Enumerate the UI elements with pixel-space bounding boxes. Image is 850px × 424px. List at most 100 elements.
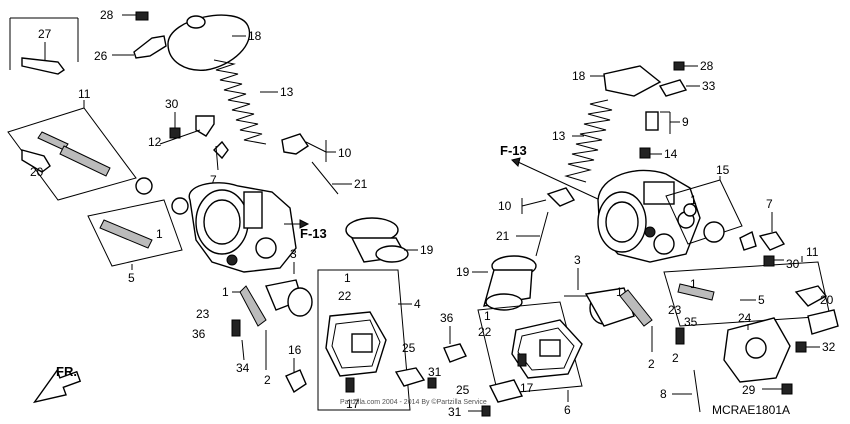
callout-22-right: 22: [478, 325, 492, 339]
callout-4-left: 4: [414, 297, 421, 311]
callout-33-right: 33: [702, 79, 716, 93]
callout-20-right: 20: [820, 293, 834, 307]
box-5-left: [87, 199, 183, 267]
callout-29-right: 29: [742, 383, 756, 397]
valve-16-left: [285, 369, 307, 394]
callout-1-right-d: 1: [616, 285, 623, 299]
callout-31-left: 31: [428, 365, 442, 379]
callout-6-right: 6: [564, 403, 571, 417]
screw-part-b: [59, 145, 111, 177]
callout-1-left-c: 1: [344, 271, 351, 285]
callout-9-right: 9: [682, 115, 689, 129]
front-label: FR.: [56, 364, 77, 379]
callout-5-left: 5: [128, 271, 135, 285]
plate-25-right: [488, 379, 524, 403]
diagram-code: MCRAE1801A: [712, 403, 790, 417]
pilot-screw-20-right: [794, 285, 828, 307]
callout-25-left: 25: [402, 341, 416, 355]
screw-set-5: [99, 219, 153, 249]
callout-16-right: 36: [440, 311, 454, 325]
pilot-screw-20-right-b: [807, 309, 839, 335]
screw-35: [675, 327, 685, 345]
top-cover-18: [167, 14, 251, 71]
callout-2-left: 2: [264, 373, 271, 387]
front-arrow: [32, 368, 82, 404]
needle-holder-10: [281, 133, 309, 155]
float-chamber-right: [511, 319, 583, 379]
callout-23-left: 23: [196, 307, 210, 321]
screw-17-right: [517, 353, 527, 367]
callout-11-right: 11: [806, 245, 819, 259]
jet-needle-21: [311, 161, 339, 195]
box-15-right: [665, 179, 743, 245]
float-chamber-left: [325, 311, 387, 377]
box-11-left: [7, 107, 137, 201]
callout-10-right: 10: [498, 199, 512, 213]
screw-31: [427, 377, 437, 389]
callout-14-right: 14: [664, 147, 678, 161]
callout-36-right: 2: [672, 351, 679, 365]
carburetor-body-right: [597, 169, 701, 263]
box-4-left: [317, 269, 411, 411]
callout-10-left: 10: [338, 146, 352, 160]
plate-25: [394, 367, 426, 387]
callout-26-left: 26: [94, 49, 108, 63]
callout-8-right: 8: [660, 387, 667, 401]
insulator-19-right: [483, 255, 537, 311]
callout-18-right: 18: [572, 69, 586, 83]
cover-18-right: [603, 65, 662, 97]
pump-port: [745, 337, 767, 359]
valve-parts-left: [239, 285, 267, 327]
joint-7: [213, 140, 229, 160]
cover-cap: [186, 15, 206, 29]
callout-30-left: 30: [165, 97, 179, 111]
f13-label-left: F-13: [300, 226, 327, 241]
callout-21-left: 21: [354, 177, 368, 191]
callout-7-right: 7: [766, 197, 773, 211]
bolt-30-left: [169, 127, 181, 139]
callout-28-right: 28: [700, 59, 714, 73]
callout-12-left: 12: [148, 135, 162, 149]
spring-13-right: [564, 99, 613, 183]
fitting-12: [195, 115, 215, 137]
callout-1-right-b: 1: [690, 277, 697, 291]
callout-28-left: 28: [100, 8, 114, 22]
callout-1-left-b: 1: [222, 285, 229, 299]
watermark: Partzilla.com 2004 - 2014 By ©Partzilla …: [340, 398, 487, 406]
f13-label-right: F-13: [500, 143, 527, 158]
callout-19-left: 19: [420, 243, 434, 257]
callout-13-right: 13: [552, 129, 566, 143]
callout-24-right: 24: [738, 311, 752, 325]
callout-7-left: 7: [210, 173, 217, 187]
callout-18-left: 18: [248, 29, 262, 43]
callout-21-right: 21: [496, 229, 510, 243]
valve-16-right: [443, 343, 467, 363]
callout-30-right: 30: [786, 257, 800, 271]
screw-31-right: [481, 405, 491, 417]
callout-32-right: 32: [822, 340, 836, 354]
spring-13: [213, 59, 267, 145]
callout-19-right: 19: [456, 265, 470, 279]
clip-26: [133, 35, 167, 59]
part-14: [639, 147, 651, 159]
callout-1-left-a: 1: [156, 227, 163, 241]
callout-34-left: 34: [236, 361, 250, 375]
screw-28-right: [673, 61, 685, 71]
clip-33: [658, 79, 688, 97]
callout-1-right-c: 1: [484, 309, 491, 323]
callout-22-left: 22: [338, 289, 352, 303]
part-15-b: [703, 221, 725, 243]
screw-set-11-right: [677, 283, 715, 301]
box-6-right: [477, 301, 583, 395]
callout-20-left: 20: [30, 165, 44, 179]
needle-21-right: [535, 211, 549, 257]
seal-3b: [287, 287, 313, 317]
screw-28: [135, 11, 149, 21]
callout-35-right: 35: [684, 315, 698, 329]
callout-3-left: 3: [290, 247, 297, 261]
screw-29: [781, 383, 793, 395]
callout-17-right: 17: [520, 381, 534, 395]
screw-36: [231, 319, 241, 337]
